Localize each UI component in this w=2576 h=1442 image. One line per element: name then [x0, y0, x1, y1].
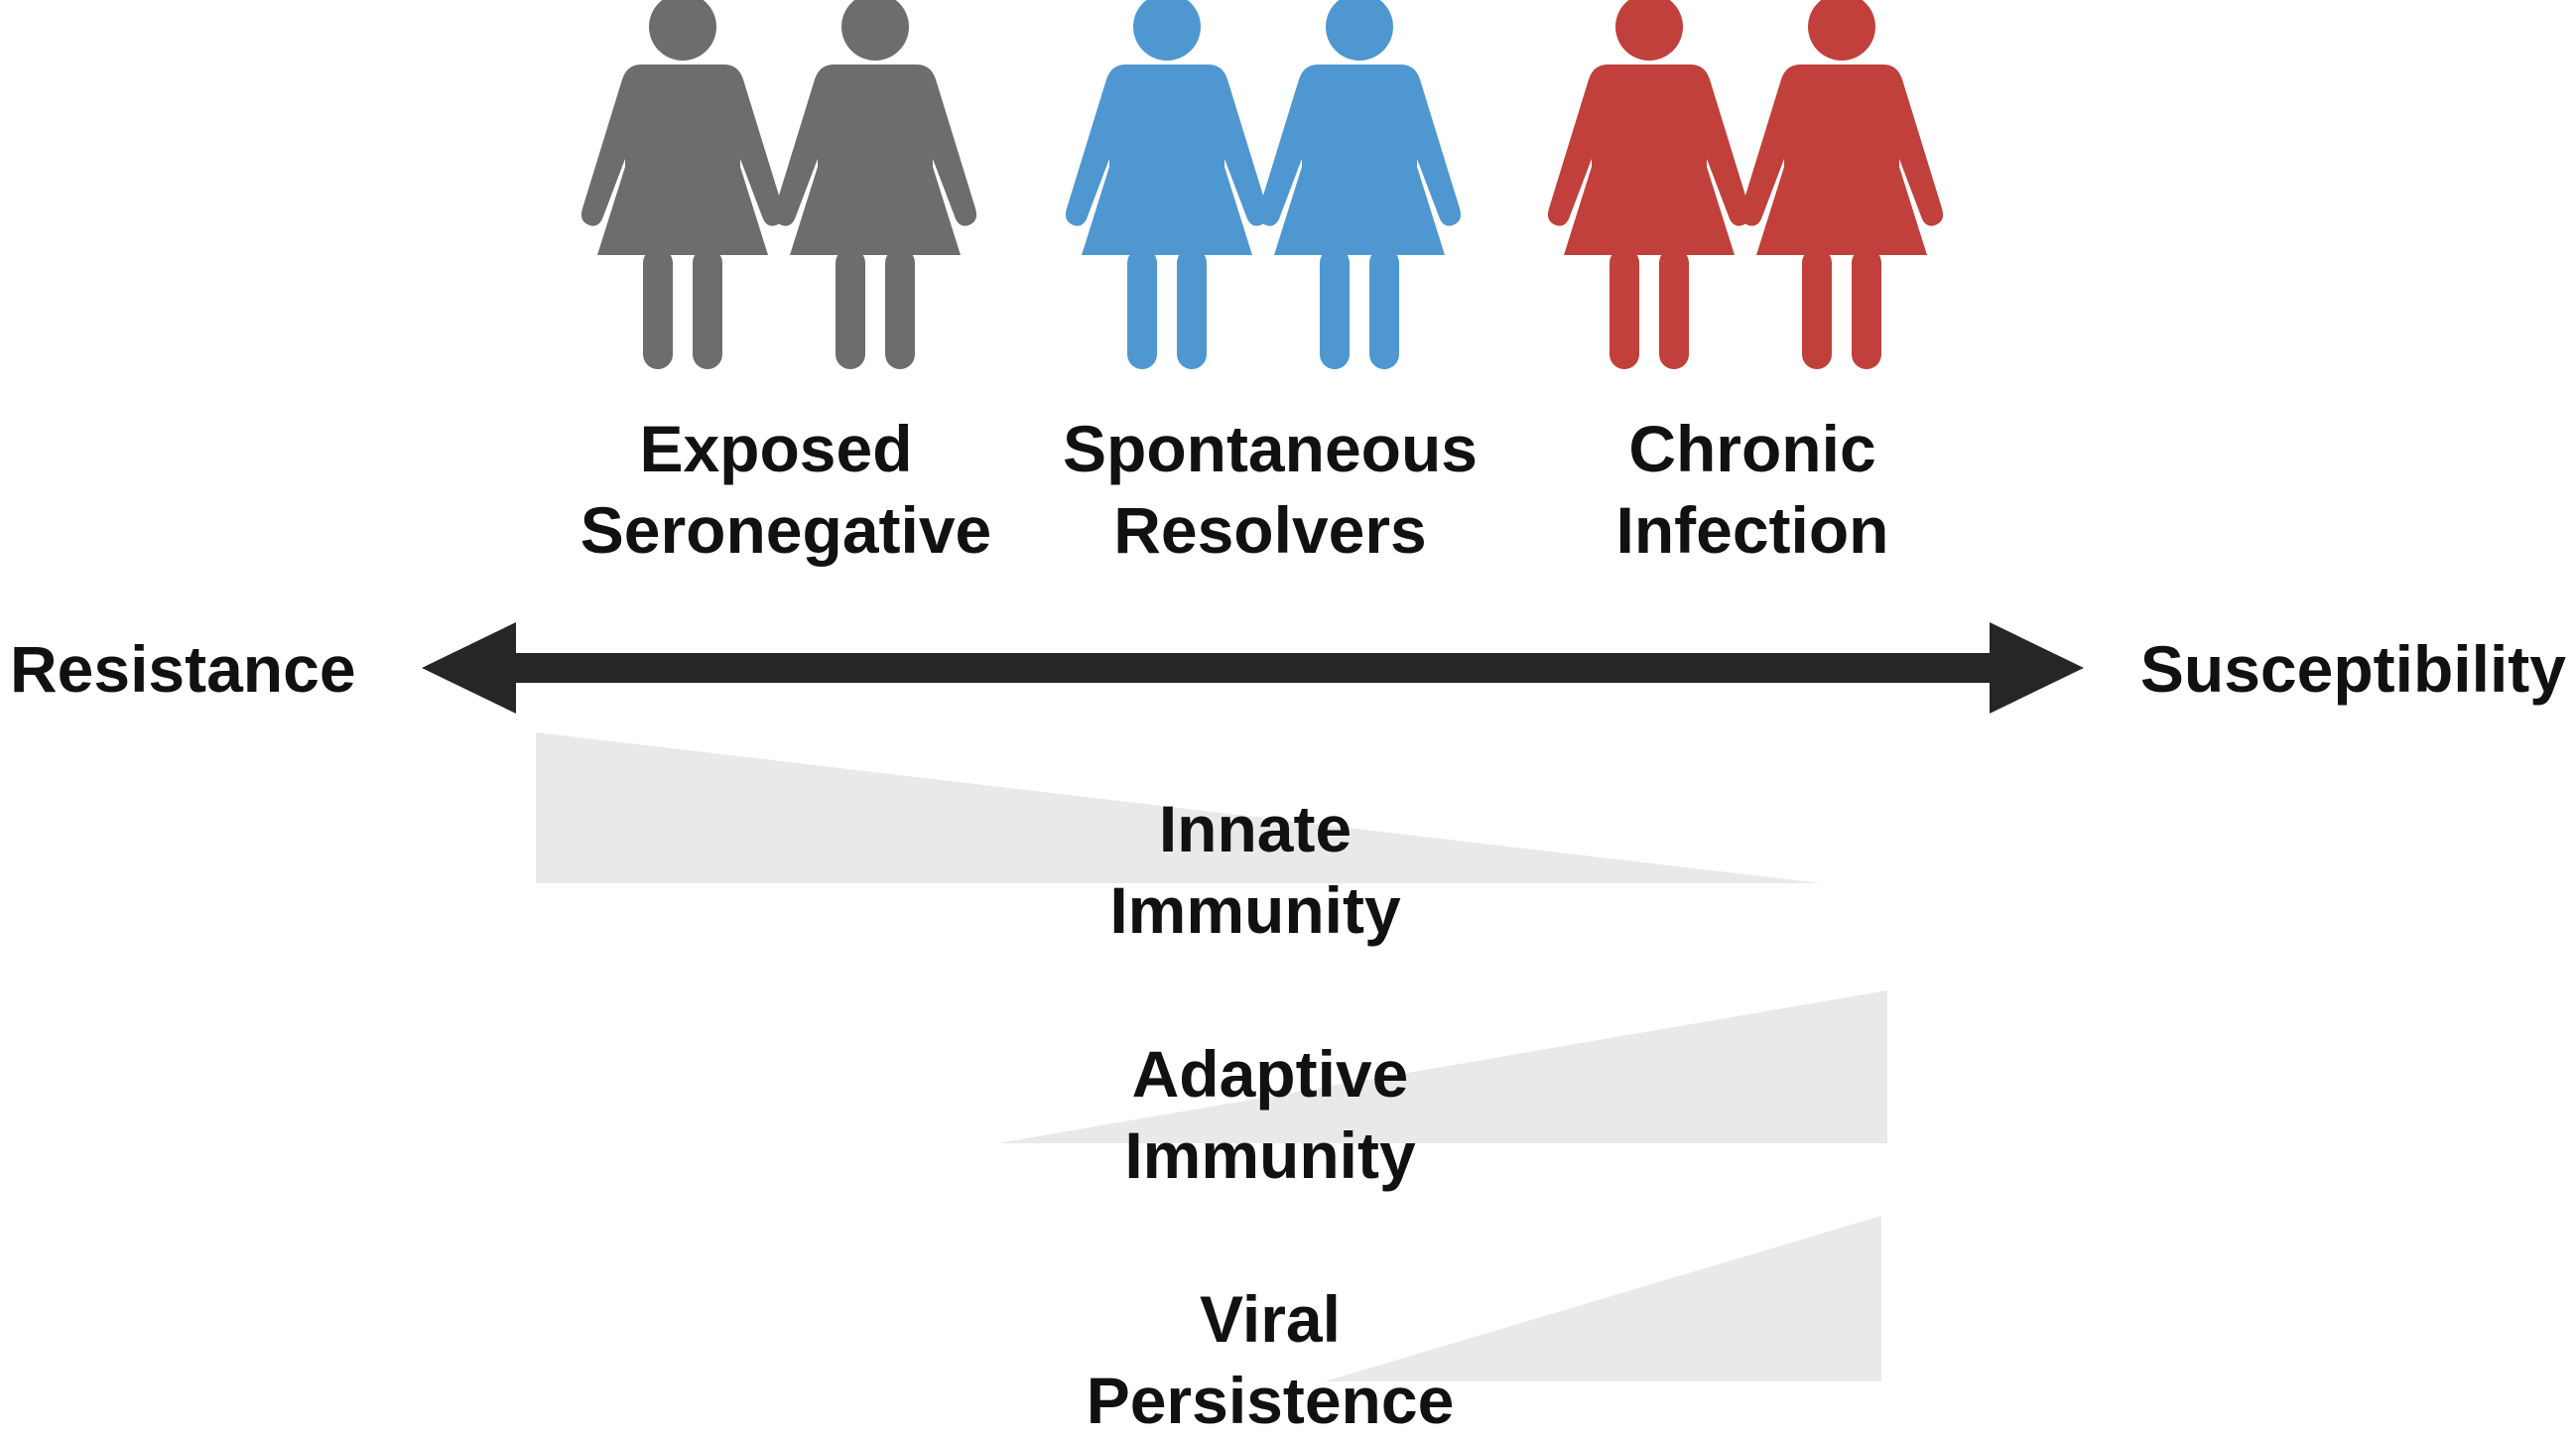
adaptive-immunity-gradient: Adaptive Immunity — [997, 990, 1887, 1192]
exposed-seronegative-group: Exposed Seronegative — [580, 0, 992, 567]
resistance-susceptibility-axis: Resistance Susceptibility — [10, 622, 2566, 714]
adaptive-immunity-wedge — [997, 990, 1887, 1143]
group-label-line1: Exposed — [639, 412, 912, 485]
gradient-label-line2: Immunity — [1109, 873, 1401, 947]
axis-left-label: Resistance — [10, 632, 356, 706]
person-icon — [1547, 0, 1751, 369]
group-label-line1: Chronic — [1628, 412, 1875, 485]
group-label-line1: Spontaneous — [1063, 412, 1478, 485]
axis-left-arrowhead — [422, 622, 516, 714]
group-label-line2: Resolvers — [1113, 493, 1427, 567]
chronic-infection-group: Chronic Infection — [1547, 0, 1944, 567]
person-icon — [1065, 0, 1269, 369]
group-label-line2: Seronegative — [580, 493, 992, 567]
gradient-label-line2: Persistence — [1087, 1364, 1455, 1437]
viral-persistence-wedge — [1325, 1216, 1881, 1381]
gradient-label-line1: Adaptive — [1132, 1037, 1409, 1111]
axis-right-arrowhead — [1990, 622, 2084, 714]
gradient-label-line1: Innate — [1159, 792, 1352, 865]
innate-immunity-wedge — [536, 732, 1821, 883]
group-label-line2: Infection — [1616, 493, 1889, 567]
axis-line — [506, 653, 1995, 683]
innate-immunity-gradient: Innate Immunity — [536, 732, 1821, 947]
gradient-label-line2: Immunity — [1124, 1118, 1416, 1192]
gradient-label-line1: Viral — [1200, 1282, 1341, 1356]
person-icon — [773, 0, 977, 369]
spontaneous-resolvers-group: Spontaneous Resolvers — [1063, 0, 1478, 567]
viral-persistence-gradient: Viral Persistence — [1087, 1216, 1881, 1437]
person-icon — [1739, 0, 1944, 369]
person-icon — [1257, 0, 1462, 369]
person-icon — [580, 0, 785, 369]
axis-right-label: Susceptibility — [2140, 632, 2566, 706]
